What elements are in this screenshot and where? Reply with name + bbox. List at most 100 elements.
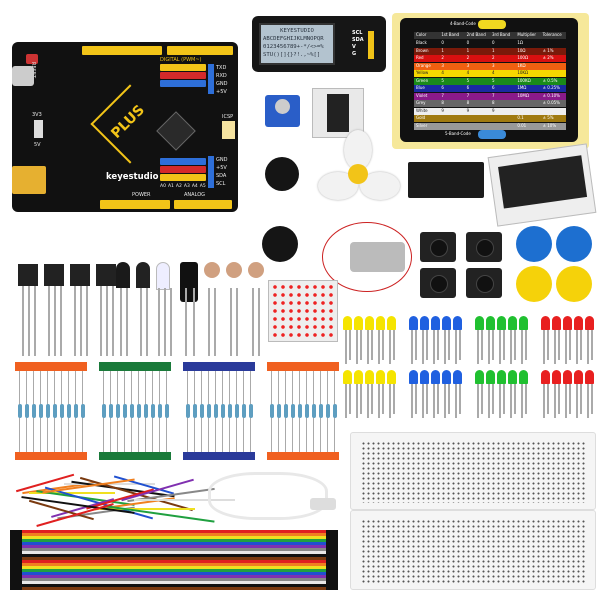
ribbon-wire [10, 533, 338, 536]
led-lead [565, 384, 567, 418]
color-value: 100KΩ [517, 77, 531, 83]
resistor [235, 404, 239, 418]
usb-plug [310, 498, 336, 510]
i2c-lcd-module: KEYESTUDIO ABCDEFGHIJKLMNOPQR 0123456789… [252, 16, 386, 72]
led [519, 370, 528, 384]
resistor [193, 404, 197, 418]
color-value: 4 [441, 70, 444, 75]
signal-pins [160, 174, 206, 181]
label-power: POWER [132, 192, 151, 198]
icsp-header [222, 121, 235, 139]
four-digit-7seg-display [487, 143, 597, 227]
resistor [319, 404, 323, 418]
color-value: ± 0.5% [542, 77, 558, 83]
lead [214, 288, 216, 356]
card-header: Color [416, 32, 427, 37]
led-lead [543, 384, 545, 418]
led-lead [477, 330, 479, 364]
led-lead [547, 384, 549, 414]
led-lead [514, 384, 516, 414]
resistor [249, 404, 253, 418]
pin-label: GND [216, 157, 228, 163]
led-lead [371, 384, 373, 414]
color-value: 5 [491, 77, 495, 83]
lcd-line: 0123456789+-*/<>=% [263, 44, 324, 50]
label-5v: 5V [34, 142, 41, 148]
lead [100, 286, 102, 356]
led-lead [378, 330, 380, 364]
color-value: 1Ω [517, 40, 523, 45]
resistor-tape [99, 362, 171, 371]
breadboard [350, 432, 596, 510]
card-header: Tolerance [542, 32, 562, 37]
led [365, 370, 374, 384]
color-value: 1 [441, 47, 444, 53]
resistor [207, 404, 211, 418]
lead [208, 288, 210, 356]
color-value: 6 [466, 85, 470, 90]
resistor [53, 404, 57, 418]
connector-end [326, 530, 338, 590]
ribbon-wire [10, 575, 338, 578]
color-value [490, 115, 515, 122]
ribbon-wire [10, 551, 338, 554]
usb-c-port [12, 66, 34, 86]
lead [106, 286, 108, 356]
resistor-tape [267, 452, 339, 460]
led [420, 316, 429, 330]
pin-label: TXD [216, 65, 227, 71]
led-lead [367, 384, 369, 418]
led-lead [499, 330, 501, 364]
transistor [96, 264, 116, 286]
lcd-line: STU()[]{}?!.,~%[] [263, 52, 321, 58]
ribbon-wire [10, 536, 338, 539]
push-button [420, 268, 456, 298]
resistor [144, 404, 148, 418]
led [585, 316, 594, 330]
analog-header [174, 200, 232, 209]
color-name: Grey [416, 100, 426, 105]
color-name: White [416, 107, 428, 113]
power-header [100, 200, 170, 209]
color-value: 2 [441, 55, 444, 60]
lead [230, 288, 232, 356]
led-lead [521, 330, 523, 364]
voltage-switch [34, 120, 43, 138]
jumper-wire [29, 492, 115, 494]
led-lead [565, 330, 567, 364]
lead [164, 288, 166, 356]
led-lead [382, 330, 384, 360]
five-band-label: 5-Band-Code [445, 131, 471, 136]
led [354, 316, 363, 330]
ir-receiver [116, 262, 130, 288]
ribbon-wire [10, 566, 338, 569]
color-value: 1KΩ [517, 62, 526, 68]
resistor [221, 404, 225, 418]
led [365, 316, 374, 330]
gnd-pins [160, 80, 206, 87]
transistor [18, 264, 38, 286]
resistor-tape [15, 452, 87, 460]
resistor [39, 404, 43, 418]
color-value [439, 123, 464, 130]
resistor [130, 404, 134, 418]
led-lead [349, 330, 351, 360]
led [376, 316, 385, 330]
color-value [465, 115, 490, 122]
color-value [515, 100, 540, 107]
active-buzzer [265, 157, 299, 191]
led-lead [591, 384, 593, 414]
led-lead [503, 384, 505, 414]
led-lead [415, 330, 417, 360]
led [409, 370, 418, 384]
color-value: 9 [466, 107, 470, 113]
led-lead [492, 330, 494, 360]
ribbon-wire [10, 542, 338, 545]
color-value: 2 [466, 55, 470, 60]
led [552, 370, 561, 384]
ribbon-wire [10, 563, 338, 566]
lead [54, 286, 56, 356]
